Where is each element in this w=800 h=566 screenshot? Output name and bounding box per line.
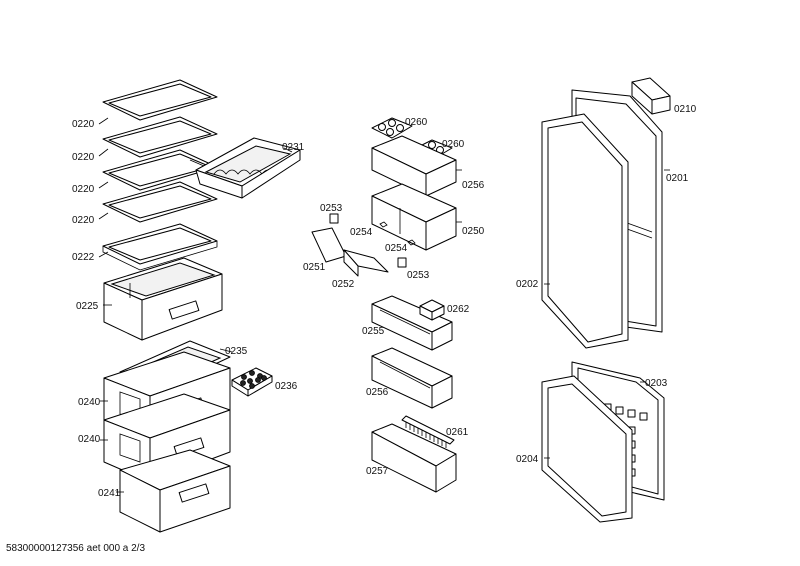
label-egg-tray-upper: 0260 — [405, 117, 428, 128]
glass-shelf-3 — [98, 149, 218, 191]
label-tray: 0225 — [76, 301, 99, 312]
label-divider: 0261 — [446, 427, 469, 438]
label-pin-upper: 0254 — [350, 227, 373, 238]
upper-gasket — [541, 113, 629, 349]
door-shelf-middle — [371, 183, 462, 251]
divider — [401, 415, 455, 448]
clip-upper — [329, 213, 339, 224]
door-shelf-lower — [371, 347, 453, 409]
door-shelf-top — [371, 135, 462, 197]
label-lower-gasket: 0204 — [516, 454, 539, 465]
crisper-tray — [103, 257, 223, 341]
document-footer: 58300000127356 aet 000 a 2/3 — [6, 543, 146, 554]
label-drawer-bottom: 0241 — [98, 488, 121, 499]
label-lid: 0235 — [225, 346, 248, 357]
label-drawer-upper: 0240 — [78, 397, 101, 408]
cup — [419, 299, 445, 321]
door-handle — [631, 77, 671, 115]
label-clip-lower: 0253 — [407, 270, 430, 281]
egg-holder — [231, 367, 273, 397]
label-egg-holder: 0236 — [275, 381, 298, 392]
flap-left — [311, 227, 347, 263]
clip-lower — [397, 257, 407, 268]
egg-tray-upper — [371, 117, 413, 139]
pin-lower — [407, 239, 416, 246]
label-door-shelf-lower: 0256 — [366, 387, 389, 398]
label-shelf-1: 0220 — [72, 119, 95, 130]
label-shelf-2: 0220 — [72, 152, 95, 163]
drawer-bottom — [116, 449, 231, 533]
label-flap-left: 0251 — [303, 262, 326, 273]
label-bottle-rack: 0231 — [282, 142, 305, 153]
glass-shelf-5 — [98, 223, 218, 271]
label-door-shelf-middle: 0250 — [462, 226, 485, 237]
label-egg-tray-lower: 0260 — [442, 139, 465, 150]
glass-shelf-1 — [98, 79, 218, 125]
label-clip-upper: 0253 — [320, 203, 343, 214]
label-cup: 0262 — [447, 304, 470, 315]
label-door-shelf-0255: 0255 — [362, 326, 385, 337]
label-upper-door: 0201 — [666, 173, 689, 184]
door-shelf-0255 — [371, 295, 453, 351]
glass-shelf-2 — [98, 116, 218, 158]
door-shelf-0257 — [371, 423, 457, 493]
label-shelf-4: 0220 — [72, 215, 95, 226]
label-door-shelf-0257: 0257 — [366, 466, 389, 477]
lower-gasket — [541, 375, 633, 523]
pin-upper — [379, 221, 388, 228]
label-shelf-5: 0222 — [72, 252, 95, 263]
part-labels: 0220 0220 0220 0220 0222 0231 0225 0235 … — [72, 104, 697, 499]
glass-shelf-4 — [98, 181, 218, 223]
label-handle: 0210 — [674, 104, 697, 115]
label-upper-gasket: 0202 — [516, 279, 539, 290]
label-flap-right: 0252 — [332, 279, 355, 290]
bottle-rack — [189, 137, 301, 199]
flap-right — [343, 249, 389, 277]
label-drawer-lower: 0240 — [78, 434, 101, 445]
label-door-shelf-top: 0256 — [462, 180, 485, 191]
label-shelf-3: 0220 — [72, 184, 95, 195]
label-lower-door: 0203 — [645, 378, 668, 389]
label-pin-lower: 0254 — [385, 243, 408, 254]
